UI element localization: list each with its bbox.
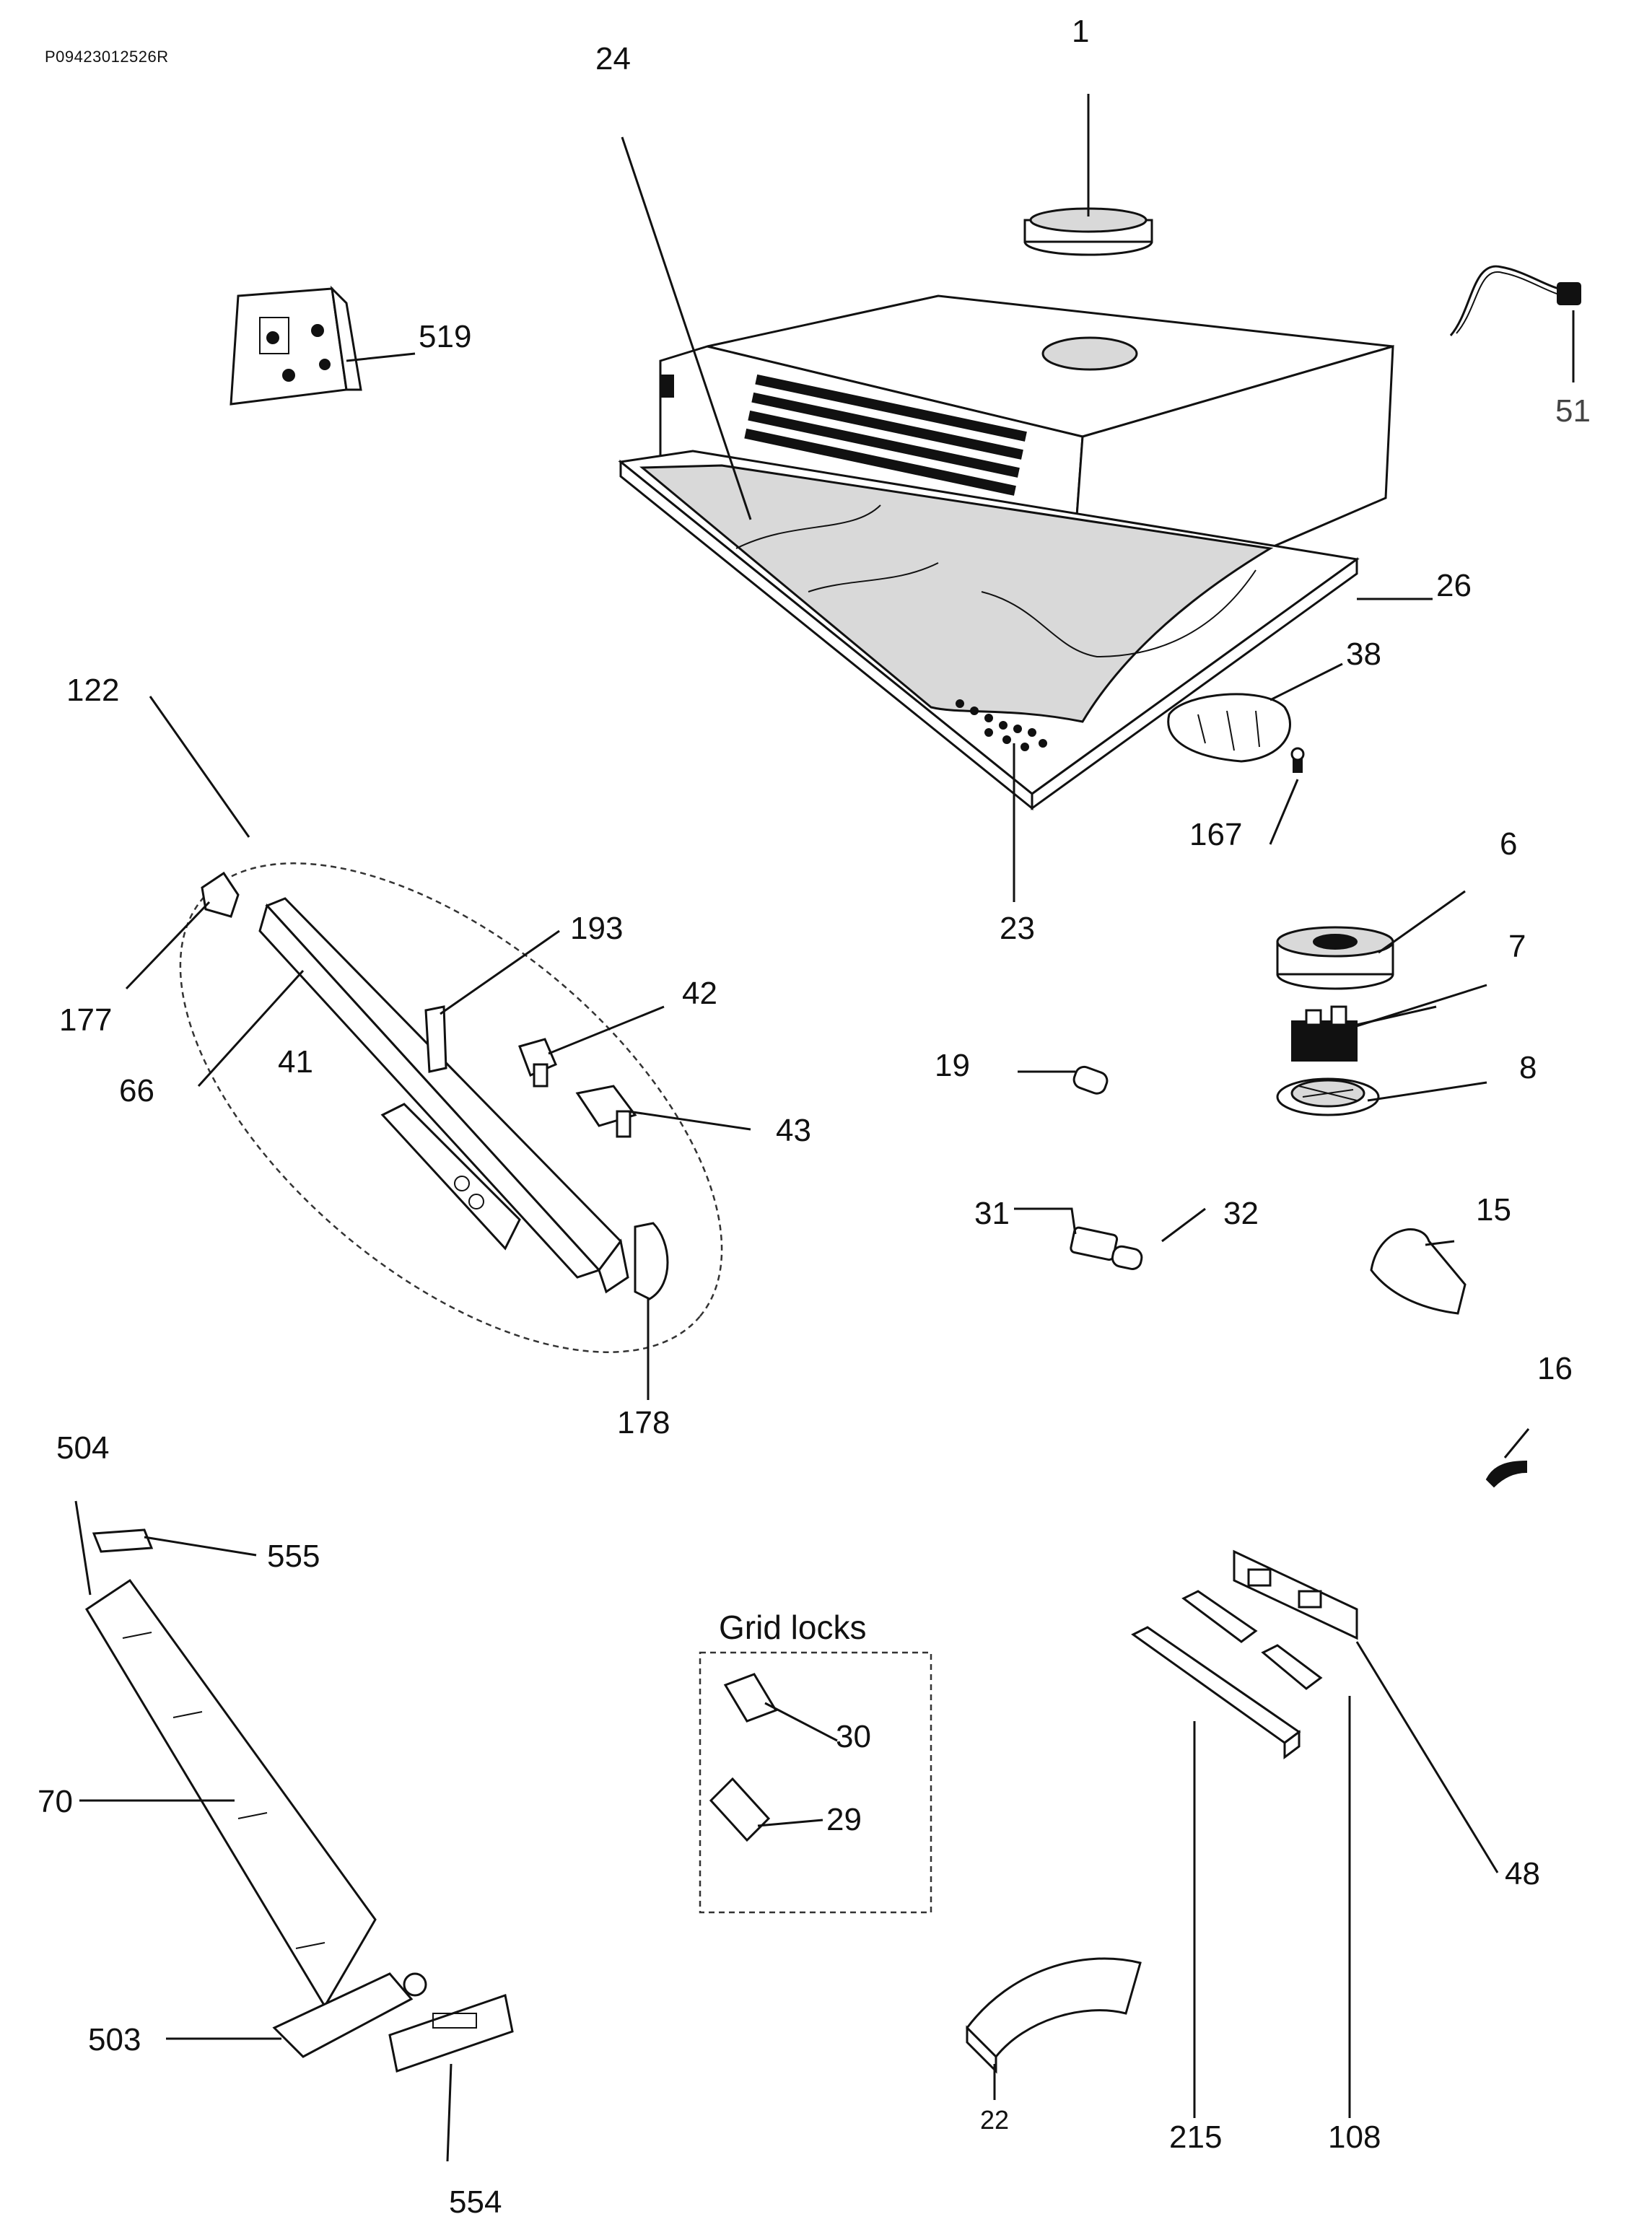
callout-66: 66 — [119, 1073, 154, 1108]
spring-plate-193 — [424, 1005, 447, 1073]
visor-bracket-554 — [388, 1994, 514, 2073]
power-cable — [1449, 265, 1581, 336]
leader-lines — [74, 94, 1575, 2162]
callout-122: 122 — [66, 673, 120, 708]
grid-locks-label: Grid locks — [719, 1609, 867, 1646]
fan-wheel — [1276, 926, 1394, 990]
glass-visor — [84, 1578, 377, 2008]
document-id: P09423012526R — [45, 48, 169, 66]
callout-43: 43 — [776, 1113, 811, 1148]
callout-503: 503 — [88, 2022, 141, 2057]
callout-178: 178 — [617, 1405, 670, 1440]
callout-8: 8 — [1519, 1050, 1537, 1085]
grid-lock-30 — [723, 1673, 778, 1723]
clip-43 — [575, 1085, 637, 1138]
callout-31: 31 — [974, 1196, 1010, 1231]
switch-knob-16 — [1485, 1460, 1527, 1488]
capacitor — [1072, 1065, 1109, 1095]
callout-215: 215 — [1169, 2119, 1223, 2155]
callout-167: 167 — [1189, 817, 1243, 852]
screw-bag — [230, 285, 362, 406]
callout-6: 6 — [1500, 826, 1518, 862]
grid-lock-29 — [709, 1777, 771, 1842]
callout-42: 42 — [682, 976, 717, 1011]
callout-193: 193 — [570, 911, 624, 946]
panel-end-cap-177 — [201, 871, 240, 918]
callout-177: 177 — [59, 1002, 113, 1038]
duct-elbow — [966, 1957, 1142, 2074]
rail-48 — [1233, 1549, 1358, 1640]
visor-bracket-503 — [272, 1972, 427, 2058]
callout-32: 32 — [1223, 1196, 1259, 1231]
callout-15: 15 — [1476, 1192, 1511, 1228]
hood-vent-slots — [744, 374, 1027, 496]
bracket-15 — [1370, 1228, 1467, 1315]
callout-1: 1 — [1072, 14, 1090, 49]
callout-23: 23 — [1000, 911, 1035, 946]
bottom-panel — [618, 450, 1360, 811]
lamp-holder — [1070, 1226, 1143, 1270]
callout-504: 504 — [56, 1430, 110, 1466]
callout-19: 19 — [935, 1048, 970, 1083]
front-trim-bar — [258, 897, 629, 1294]
clip-42 — [518, 1038, 557, 1088]
control-strip — [380, 1103, 521, 1251]
visor-clip-555 — [92, 1528, 154, 1553]
callout-7: 7 — [1508, 929, 1526, 964]
top-collar — [1023, 207, 1153, 256]
callout-48: 48 — [1505, 1856, 1540, 1891]
callout-554: 554 — [449, 2184, 502, 2220]
callout-51: 51 — [1555, 393, 1591, 429]
callout-108: 108 — [1328, 2119, 1381, 2155]
callout-70: 70 — [38, 1784, 73, 1819]
callout-24: 24 — [595, 41, 631, 76]
callout-38: 38 — [1346, 636, 1381, 672]
callout-30: 30 — [836, 1719, 871, 1754]
callout-29: 29 — [826, 1802, 862, 1837]
callout-16: 16 — [1537, 1351, 1573, 1386]
callout-26: 26 — [1436, 568, 1472, 603]
motor-housing — [1276, 1077, 1380, 1116]
mesh-pattern — [956, 699, 1047, 751]
rail-215 — [1131, 1626, 1301, 1759]
light-cover — [1167, 693, 1291, 763]
rail-108 — [1181, 1590, 1323, 1690]
panel-end-cap-178 — [634, 1222, 669, 1300]
callout-519: 519 — [419, 319, 472, 354]
motor — [1291, 1005, 1358, 1062]
callout-22: 22 — [980, 2105, 1010, 2135]
screw — [1290, 747, 1305, 773]
callout-41: 41 — [278, 1044, 313, 1080]
callout-555: 555 — [267, 1539, 320, 1574]
